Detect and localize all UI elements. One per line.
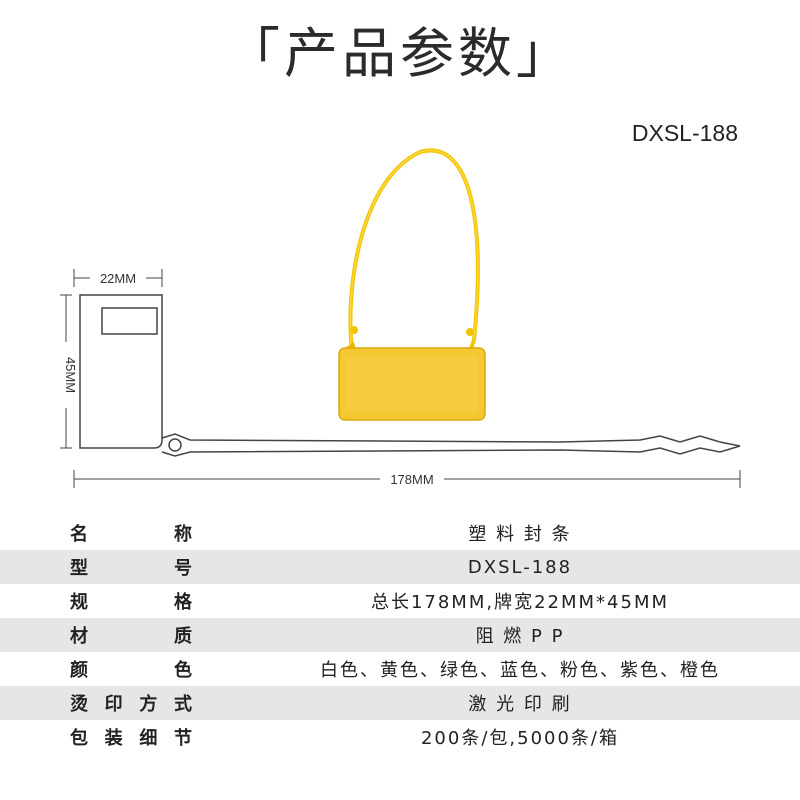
- spec-label-char: 规: [70, 592, 88, 613]
- dimension-height: [60, 294, 72, 449]
- spec-label: 规格: [70, 588, 192, 614]
- loop-knob-right: [466, 328, 474, 336]
- spec-label: 烫印方式: [70, 690, 192, 716]
- spec-label-char: 名: [70, 524, 88, 545]
- spec-label-char: 烫: [70, 694, 88, 715]
- spec-label-char: 式: [173, 694, 192, 715]
- seal-loop: [348, 148, 480, 354]
- spec-label-char: 细: [139, 728, 158, 749]
- spec-label-char: 方: [139, 694, 158, 715]
- spec-label-char: 号: [174, 558, 192, 579]
- spec-value: 200条/包,5000条/箱: [420, 728, 619, 749]
- spec-label-char: 颜: [70, 660, 88, 681]
- spec-value: 塑 料 封 条: [468, 524, 572, 545]
- strap-outline: [161, 433, 741, 457]
- tag-window-outline: [101, 307, 158, 335]
- spec-label: 包装细节: [70, 724, 192, 750]
- spec-label-char: 节: [173, 728, 192, 749]
- spec-label: 材质: [70, 622, 192, 648]
- spec-label-char: 格: [174, 592, 192, 613]
- spec-value: 阻 燃 P P: [475, 626, 565, 647]
- spec-value: 激 光 印 刷: [468, 694, 572, 715]
- spec-value: DXSL-188: [467, 556, 573, 578]
- product-drawing-svg: 22MM 45MM 178MM: [60, 148, 741, 488]
- spec-label-char: 称: [174, 524, 192, 545]
- spec-label-char: 印: [104, 694, 123, 715]
- spec-label: 型号: [70, 554, 192, 580]
- spec-row: 烫印方式 激 光 印 刷: [0, 686, 800, 720]
- spec-value: 白色、黄色、绿色、蓝色、粉色、紫色、橙色: [320, 660, 720, 681]
- spec-label-char: 质: [174, 626, 192, 647]
- spec-label-char: 材: [70, 626, 88, 647]
- spec-row: 包装细节 200条/包,5000条/箱: [0, 720, 800, 754]
- strap-joint-outline: [168, 438, 182, 452]
- loop-knob-left: [350, 326, 358, 334]
- spec-label-char: 装: [104, 728, 123, 749]
- spec-label-char: 色: [174, 660, 192, 681]
- product-illustration: 22MM 45MM 178MM: [0, 130, 800, 510]
- spec-row: 名称塑 料 封 条: [0, 516, 800, 550]
- dimension-length: [73, 470, 741, 488]
- length-dimension-label: 178MM: [390, 472, 433, 487]
- height-dimension-label: 45MM: [63, 357, 78, 393]
- spec-row: 规格总长178MM,牌宽22MM*45MM: [0, 584, 800, 618]
- width-dimension-label: 22MM: [100, 271, 136, 286]
- tag-outline: [79, 294, 163, 449]
- spec-label: 名称: [70, 520, 192, 546]
- dimension-width: [73, 269, 163, 287]
- model-code: DXSL-188: [631, 120, 738, 146]
- spec-row: 颜色白色、黄色、绿色、蓝色、粉色、紫色、橙色: [0, 652, 800, 686]
- yellow-seal-product: [338, 148, 486, 421]
- spec-label-char: 型: [70, 558, 88, 579]
- page-title: 「产品参数」: [226, 22, 574, 85]
- seal-outline-drawing: [79, 294, 741, 457]
- spec-label-char: 包: [70, 728, 88, 749]
- spec-row: 材质阻 燃 P P: [0, 618, 800, 652]
- spec-value: 总长178MM,牌宽22MM*45MM: [370, 592, 670, 613]
- spec-label: 颜色: [70, 656, 192, 682]
